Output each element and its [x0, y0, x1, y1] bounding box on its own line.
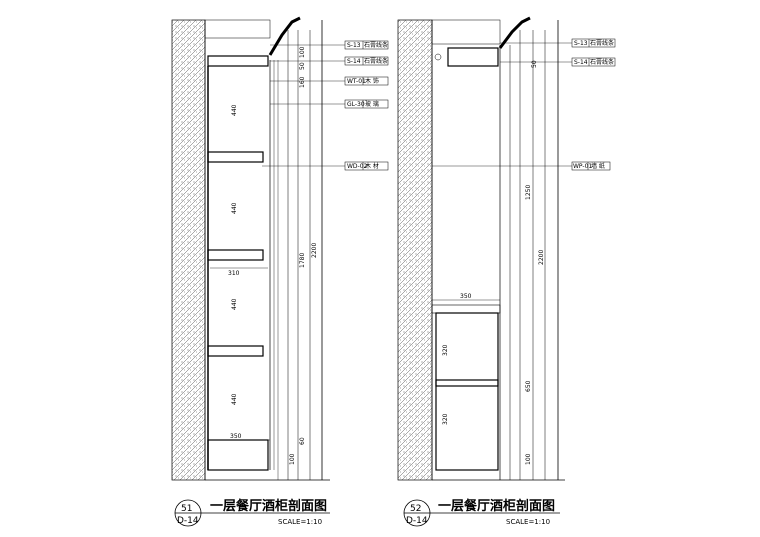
crown-molding [498, 16, 531, 49]
wall-hatch [397, 19, 433, 481]
callout-text: 玻 璃 [365, 100, 379, 108]
dimension: 1780 [299, 253, 306, 268]
dimension: 2200 [311, 243, 318, 258]
dimension: 440 [231, 202, 238, 214]
dimension: 440 [231, 393, 238, 405]
upper-cabinet [447, 47, 499, 67]
section-number: 52 [410, 504, 421, 514]
callout-text: 石膏线条 [364, 57, 388, 65]
dimension: 320 [442, 413, 449, 425]
dimension: 440 [231, 298, 238, 310]
dimension: 60 [299, 437, 306, 445]
sheet-number: D-14 [177, 516, 199, 526]
dimension: 650 [525, 380, 532, 392]
lower-cabinet [435, 312, 499, 471]
dimension: 310 [228, 270, 240, 277]
dimension: 50 [299, 62, 306, 70]
wall-hatch [171, 19, 206, 481]
callout: WD-02木 材 [344, 161, 389, 171]
callout-code: WD-02 [347, 163, 368, 170]
callout-code: GL-30 [347, 101, 365, 108]
section-title: 一层餐厅酒柜剖面图 [210, 498, 327, 514]
callout-code: WT-01 [347, 78, 366, 85]
title-block-51: 51 D-14 一层餐厅酒柜剖面图 SCALE=1:10 [174, 498, 330, 527]
cabinet-base [207, 439, 269, 471]
scale-label: SCALE=1:10 [506, 518, 550, 526]
section-51 [171, 16, 345, 481]
shelf [207, 345, 264, 357]
callout-text: 木 饰 [365, 77, 379, 85]
callout-text: 木 材 [365, 162, 379, 170]
shelf [207, 249, 264, 261]
dimension: 100 [525, 453, 532, 465]
section-number: 51 [181, 504, 192, 514]
callout-text: 墙 纸 [591, 162, 605, 170]
crown-molding [268, 16, 301, 56]
dimensions-52: 50 1250 2200 350 320 320 650 100 [442, 60, 545, 465]
callout-text: 石膏线条 [364, 41, 388, 49]
dimension: 100 [289, 453, 296, 465]
dimension: 2200 [538, 250, 545, 265]
section-52 [397, 16, 572, 481]
title-block-52: 52 D-14 一层餐厅酒柜剖面图 SCALE=1:10 [403, 498, 560, 527]
sheet-number: D-14 [406, 516, 428, 526]
shelf [207, 55, 269, 67]
callout-code: S-13 [347, 42, 361, 49]
cabinet-shelf [435, 379, 499, 387]
dimension: 50 [531, 60, 538, 68]
dimension: 350 [460, 293, 472, 300]
callout-code: S-14 [347, 58, 361, 65]
dimension: 160 [299, 76, 306, 88]
dimension: 100 [299, 46, 306, 58]
dimension: 350 [230, 433, 242, 440]
scale-label: SCALE=1:10 [278, 518, 322, 526]
shelf [207, 151, 264, 163]
callout-code: WP-01 [573, 163, 592, 170]
dimension: 320 [442, 344, 449, 356]
callout-code: S-14 [574, 59, 588, 66]
dimension: 440 [231, 104, 238, 116]
callout: WP-01墙 纸 [571, 161, 611, 171]
lower-cabinet-top [431, 304, 501, 314]
section-title: 一层餐厅酒柜剖面图 [438, 498, 555, 514]
callout-text: 石膏线条 [590, 58, 614, 66]
dimensions-51: 100 50 160 440 440 440 440 1780 2200 310… [228, 46, 318, 465]
dimension: 1250 [525, 185, 532, 200]
callout-code: S-13 [574, 40, 588, 47]
callout-text: 石膏线条 [590, 39, 614, 47]
